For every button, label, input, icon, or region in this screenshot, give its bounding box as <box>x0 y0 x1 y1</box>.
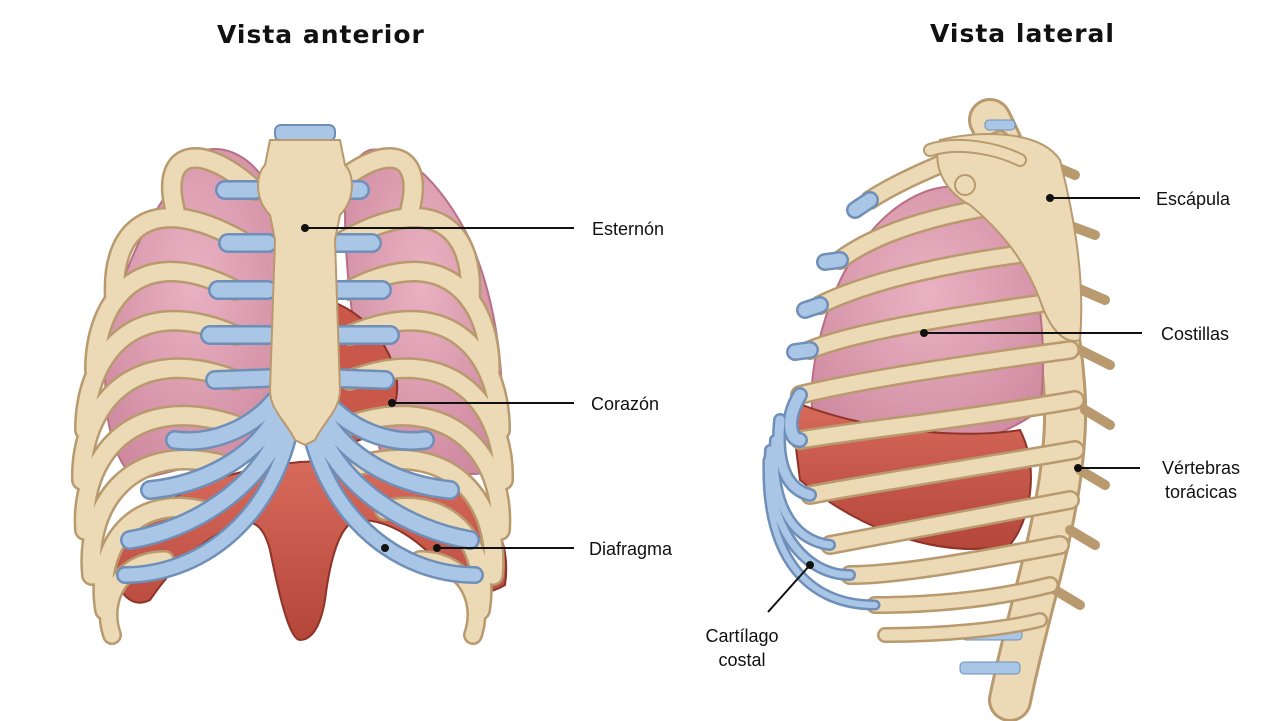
label-ribs: Costillas <box>1161 324 1230 344</box>
label-costal-cartilage: Cartílago costal <box>692 624 792 672</box>
anterior-leader-lines <box>301 224 574 552</box>
anterior-view-title: Vista anterior <box>217 20 425 49</box>
anterior-sternum <box>257 139 353 447</box>
label-heart: Corazón <box>591 394 660 414</box>
label-thoracic-vertebrae-line1: Vértebras <box>1161 458 1241 478</box>
lateral-view-title: Vista lateral <box>930 19 1115 48</box>
label-sternum: Esternón <box>592 219 665 239</box>
label-costal-cartilage-line2: costal <box>718 650 766 670</box>
label-costal-cartilage-line1: Cartílago <box>705 626 779 646</box>
label-thoracic-vertebrae: Vértebras torácicas <box>1146 456 1256 504</box>
label-thoracic-vertebrae-line2: torácicas <box>1164 482 1238 502</box>
lateral-view <box>762 98 1115 721</box>
lateral-leader-lines <box>767 194 1142 613</box>
label-diaphragm: Diafragma <box>589 539 673 559</box>
label-scapula: Escápula <box>1156 189 1231 209</box>
anterior-view <box>70 124 515 645</box>
